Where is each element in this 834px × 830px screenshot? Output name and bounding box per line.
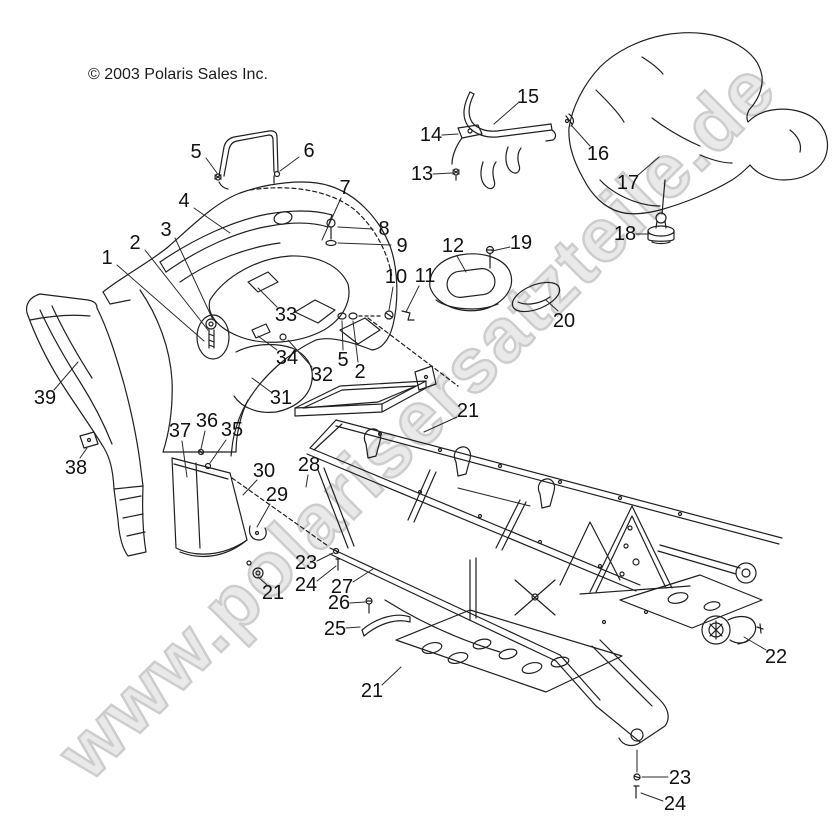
callout-14: 14 [419,124,443,146]
flap-clip-part [79,431,99,449]
callout-21: 21 [456,400,480,422]
callout-33: 33 [274,304,298,326]
callout-16: 16 [586,143,610,165]
callout-2: 2 [354,361,366,383]
grab-bar-part [214,130,281,190]
callout-1: 1 [101,247,113,269]
callout-9: 9 [396,235,408,257]
callout-30: 30 [252,460,276,482]
callout-18: 18 [613,223,637,245]
callout-24: 24 [294,574,318,596]
storage-lid-part [429,245,513,312]
rubber-mount-part [701,615,764,645]
copyright-text: © 2003 Polaris Sales Inc. [88,66,268,83]
callout-28: 28 [297,454,321,476]
callout-37: 37 [168,420,192,442]
rear-fender-part [102,181,459,547]
callout-10: 10 [384,266,408,288]
callout-6: 6 [303,140,315,162]
callout-24: 24 [663,793,687,815]
callout-21: 21 [261,582,285,604]
callout-35: 35 [220,419,244,441]
callout-15: 15 [516,86,540,108]
mud-flap-part [25,293,147,557]
callout-32: 32 [310,364,334,386]
callout-19: 19 [509,232,533,254]
callout-20: 20 [552,310,576,332]
heel-guard-part [171,448,267,579]
callout-27: 27 [330,576,354,598]
callout-8: 8 [378,218,390,240]
callout-31: 31 [269,387,293,409]
callout-13: 13 [410,163,434,185]
callout-23: 23 [668,767,692,789]
foot-pad-part [511,281,561,313]
callout-3: 3 [160,219,172,241]
callout-25: 25 [323,618,347,640]
callout-29: 29 [265,484,289,506]
callout-leader-lines [53,102,767,802]
callout-2: 2 [129,232,141,254]
callout-17: 17 [616,172,640,194]
callout-5: 5 [337,349,349,371]
callout-11: 11 [414,265,436,287]
bracket-rod-part [451,91,575,190]
callout-26: 26 [327,592,351,614]
callout-5: 5 [190,141,202,163]
seat-part [568,32,829,215]
callout-22: 22 [764,646,788,668]
callout-34: 34 [275,347,299,369]
callout-36: 36 [195,410,219,432]
seat-bumper-part [647,212,675,245]
callout-38: 38 [64,457,88,479]
frame-part [294,365,783,799]
callout-4: 4 [178,190,190,212]
callout-23: 23 [294,552,318,574]
callout-39: 39 [33,387,57,409]
callout-7: 7 [339,177,351,199]
callout-12: 12 [441,235,465,257]
callout-21: 21 [360,680,384,702]
